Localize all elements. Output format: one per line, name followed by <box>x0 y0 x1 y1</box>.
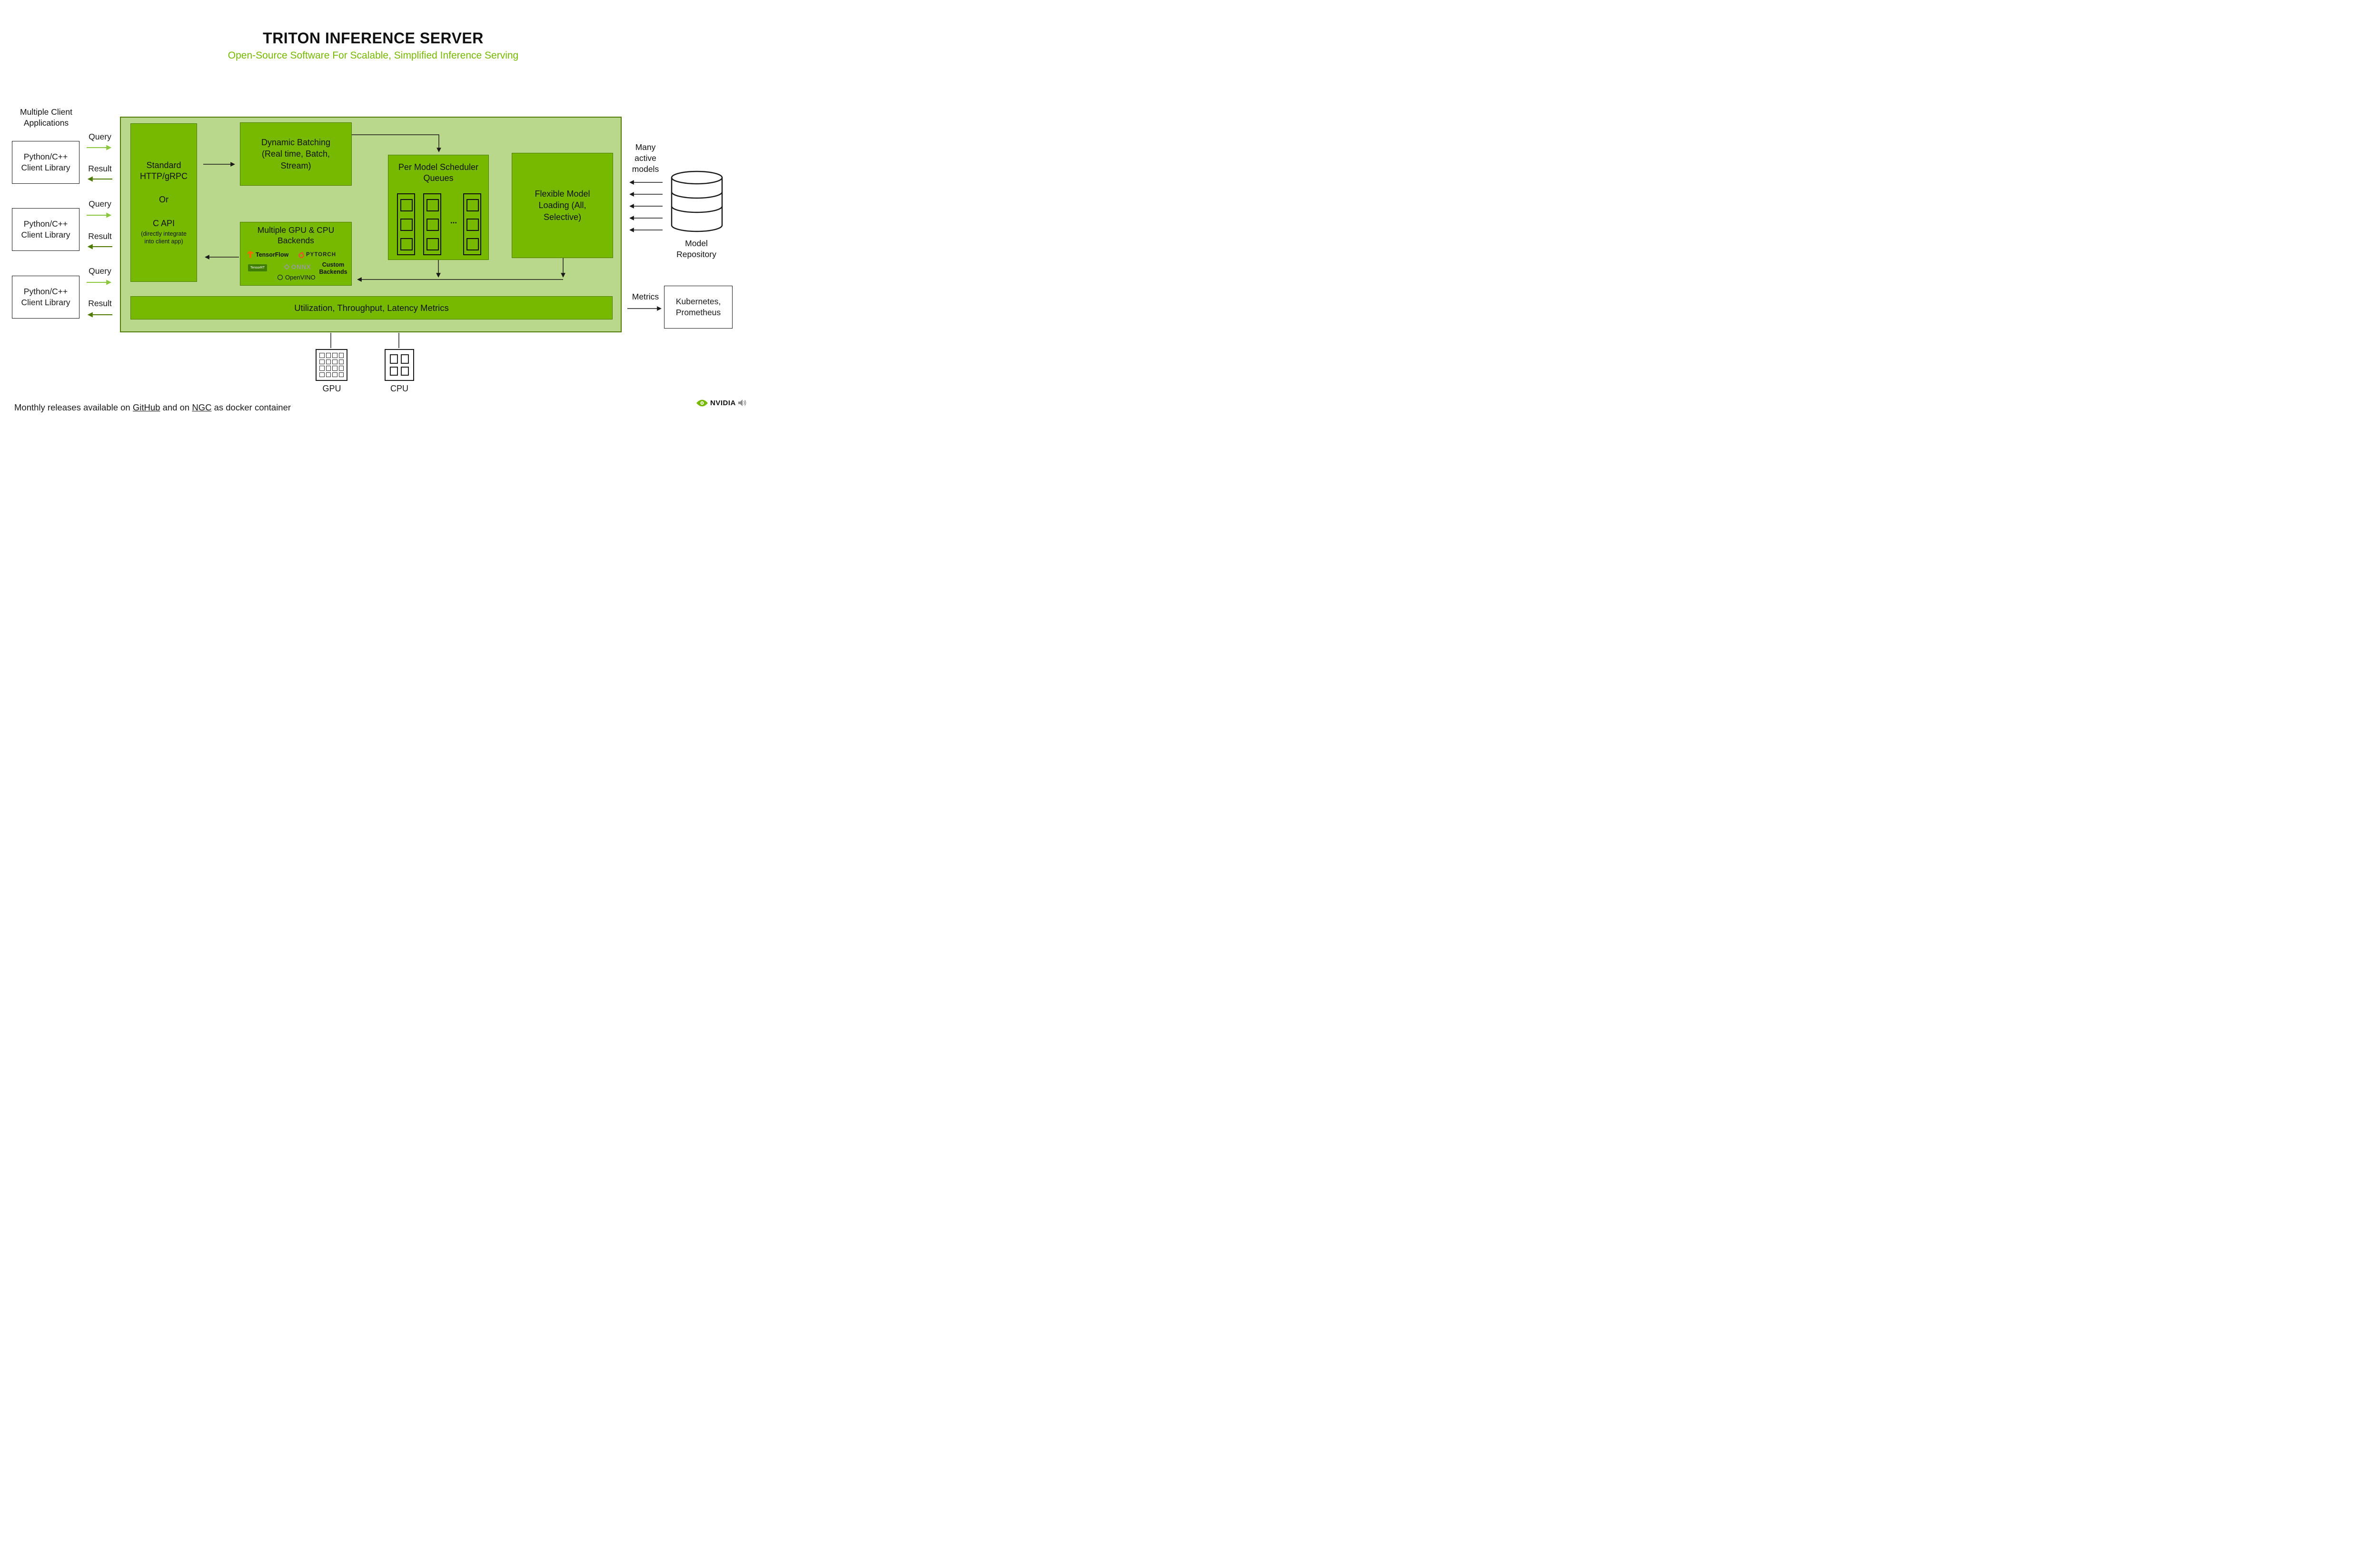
openvino-logo: OpenVINO <box>278 274 316 281</box>
cpu-core <box>401 366 409 376</box>
cpu-core <box>390 354 398 364</box>
onnx-label: ONNX <box>291 263 311 270</box>
scheduler-title: Per Model Scheduler Queues <box>398 162 479 183</box>
client-box-2: Python/C++ Client Library <box>12 208 79 251</box>
gpu-core <box>332 353 337 358</box>
gpu-core <box>332 372 337 377</box>
gpu-core <box>338 372 344 377</box>
nvidia-eye-icon <box>696 399 708 406</box>
queue-slot <box>400 199 413 211</box>
cpu-core <box>390 366 398 376</box>
gpu-core <box>326 372 331 377</box>
gpu-label: GPU <box>322 384 341 393</box>
custom-backends-label: Custom Backends <box>319 261 347 275</box>
pytorch-label: PYTORCH <box>306 252 337 258</box>
client-box-3: Python/C++ Client Library <box>12 276 79 319</box>
gpu-core <box>326 359 331 364</box>
openvino-label: OpenVINO <box>285 274 316 281</box>
metrics-bar: Utilization, Throughput, Latency Metrics <box>130 296 613 319</box>
nvidia-logo: NVIDIA <box>696 399 746 407</box>
clients-heading: Multiple Client Applications <box>20 107 72 128</box>
scheduler-box: Per Model Scheduler Queues ... <box>388 155 489 260</box>
tensorflow-icon <box>248 251 253 258</box>
cpu-label: CPU <box>390 384 408 393</box>
query-label-1: Query <box>89 132 111 141</box>
flexible-loading-box: Flexible Model Loading (All, Selective) <box>512 153 613 258</box>
queue-slot <box>400 238 413 250</box>
gpu-core <box>326 366 331 371</box>
github-link[interactable]: GitHub <box>132 402 160 412</box>
model-repository-label: Model Repository <box>676 239 716 259</box>
http-grpc-capi-box: Standard HTTP/gRPC Or C API (directly in… <box>130 123 197 282</box>
queue-column <box>463 193 481 255</box>
dynamic-batching-box: Dynamic Batching (Real time, Batch, Stre… <box>240 122 352 186</box>
result-label-2: Result <box>88 231 112 241</box>
queue-slot <box>426 199 439 211</box>
footer-text-1: Monthly releases available on <box>14 402 133 412</box>
gateway-title: Standard HTTP/gRPC <box>139 160 188 181</box>
kubernetes-box: Kubernetes, Prometheus <box>664 286 733 329</box>
cpu-icon <box>385 349 414 381</box>
backends-box: Multiple GPU & CPU Backends TensorFlow P… <box>240 222 352 286</box>
result-label-3: Result <box>88 299 112 308</box>
gateway-capi: C API <box>152 218 175 228</box>
queue-slot <box>466 199 479 211</box>
openvino-icon <box>278 275 283 280</box>
gpu-core <box>326 353 331 358</box>
gateway-or: Or <box>159 195 169 205</box>
onnx-logo: ONNX <box>284 263 311 270</box>
queue-slot <box>426 219 439 231</box>
speaker-icon[interactable] <box>738 399 746 407</box>
gpu-core <box>338 359 344 364</box>
pytorch-icon <box>298 251 304 258</box>
queue-slot <box>400 219 413 231</box>
client-box-1: Python/C++ Client Library <box>12 141 79 184</box>
backends-title: Multiple GPU & CPU Backends <box>257 225 335 245</box>
slide: TRITON INFERENCE SERVER Open-Source Soft… <box>0 0 746 420</box>
nvidia-wordmark: NVIDIA <box>710 399 736 407</box>
gpu-icon <box>316 349 347 381</box>
tensorrt-label: TensorRT <box>248 264 267 271</box>
gpu-core <box>319 353 325 358</box>
gpu-core <box>338 353 344 358</box>
footer-text-2: and on <box>160 402 192 412</box>
queue-slot <box>466 219 479 231</box>
gpu-core <box>319 366 325 371</box>
tensorflow-logo: TensorFlow <box>247 251 288 258</box>
query-label-3: Query <box>89 266 111 276</box>
queue-column <box>397 193 415 255</box>
footer-note: Monthly releases available on GitHub and… <box>14 402 291 413</box>
page-title: TRITON INFERENCE SERVER <box>263 30 484 47</box>
result-label-1: Result <box>88 164 112 173</box>
gpu-core <box>332 359 337 364</box>
gpu-core <box>332 366 337 371</box>
model-repository-icon <box>671 170 723 232</box>
queue-slot <box>426 238 439 250</box>
onnx-icon <box>284 264 289 269</box>
gpu-core <box>319 359 325 364</box>
tensorrt-logo: TensorRT <box>248 264 267 271</box>
gateway-note: (directly integrate into client app) <box>141 230 187 245</box>
metrics-label: Metrics <box>632 292 659 301</box>
queue-ellipsis: ... <box>450 216 457 225</box>
ngc-link[interactable]: NGC <box>192 402 212 412</box>
page-subtitle: Open-Source Software For Scalable, Simpl… <box>228 50 519 61</box>
many-models-label: Many active models <box>632 142 659 174</box>
pytorch-logo: PYTORCH <box>298 251 336 258</box>
gpu-core <box>338 366 344 371</box>
gpu-core <box>319 372 325 377</box>
query-label-2: Query <box>89 199 111 209</box>
tensorflow-label: TensorFlow <box>256 251 289 258</box>
footer-text-3: as docker container <box>211 402 291 412</box>
queue-slot <box>466 238 479 250</box>
cpu-core <box>401 354 409 364</box>
queue-column <box>423 193 441 255</box>
